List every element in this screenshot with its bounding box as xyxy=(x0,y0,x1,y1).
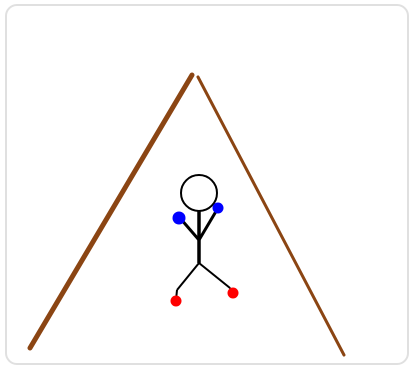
right-hand-handle[interactable] xyxy=(213,203,224,214)
right-wall xyxy=(198,77,344,355)
left-wall xyxy=(30,75,192,348)
climber-left-leg xyxy=(177,263,199,290)
left-foot-handle[interactable] xyxy=(171,296,182,307)
right-foot-handle[interactable] xyxy=(228,288,239,299)
climber-right-arm xyxy=(199,208,218,240)
climber-right-leg xyxy=(199,263,230,288)
left-hand-handle[interactable] xyxy=(173,212,186,225)
climber[interactable] xyxy=(171,175,239,307)
climber-head xyxy=(181,175,217,211)
